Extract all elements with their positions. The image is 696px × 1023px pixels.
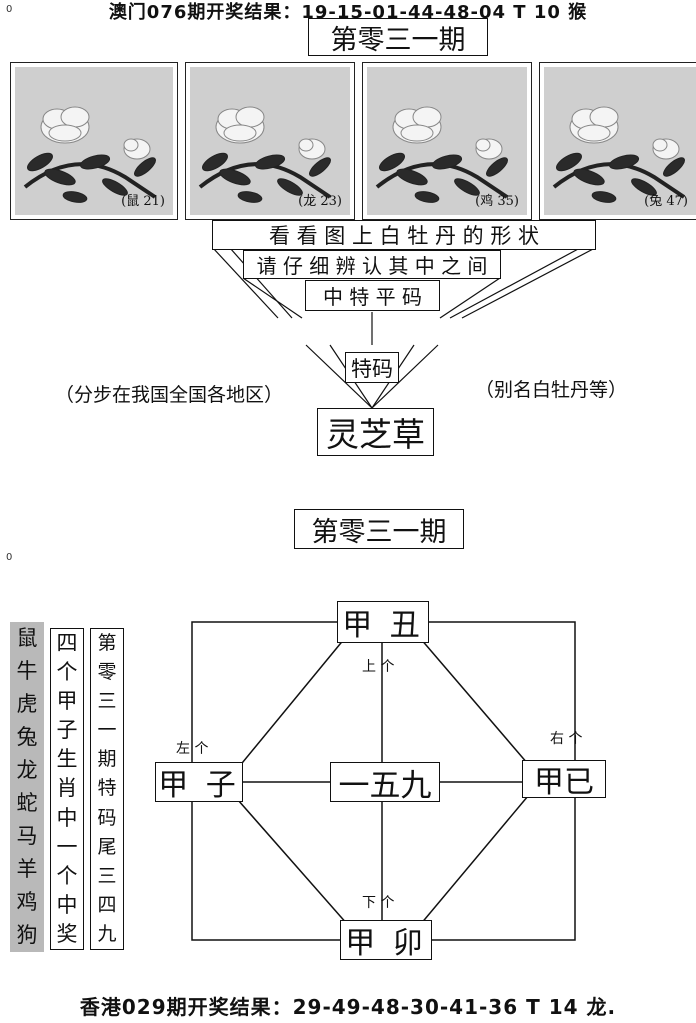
- hint-char: 个: [56, 660, 78, 685]
- node-bottom: 甲 卯: [340, 920, 432, 961]
- peony-image: (鸡 35): [367, 67, 527, 215]
- tail-char: 四: [97, 893, 117, 916]
- peony-image: (鼠 21): [15, 67, 173, 215]
- panel-label: (鸡 35): [475, 194, 519, 209]
- answer-text: 灵芝草: [326, 415, 425, 454]
- node-top: 甲 丑: [337, 601, 429, 643]
- peony-panel: (龙 23): [185, 62, 355, 220]
- peony-drawing: [198, 106, 332, 203]
- tail-char: 三: [97, 864, 117, 887]
- hint-char: 一: [56, 834, 78, 859]
- tail-char: 零: [97, 661, 117, 684]
- tail-column: 第 零 三 一 期 特 码 尾 三 四 九: [90, 628, 124, 950]
- hint-char: 个: [56, 863, 78, 888]
- zodiac-column: 鼠 牛 虎 兔 龙 蛇 马 羊 鸡 狗: [10, 622, 44, 952]
- tail-char: 期: [97, 748, 117, 771]
- zodiac-char: 羊: [16, 857, 38, 881]
- issue-title-second-text: 第零三一期: [311, 516, 447, 548]
- peony-panel: (鸡 35): [362, 62, 532, 220]
- tema-box: 特码: [345, 352, 399, 383]
- peony-drawing: [375, 106, 509, 203]
- zodiac-char: 鼠: [16, 626, 38, 650]
- peony-panel: (兔 47): [539, 62, 696, 220]
- peony-image: (兔 47): [544, 67, 696, 215]
- hint-char: 甲: [56, 689, 78, 714]
- panel-label: (龙 23): [298, 194, 342, 209]
- hint-char: 中: [56, 805, 78, 830]
- tail-char: 九: [97, 922, 117, 945]
- issue-title-second: 第零三一期: [294, 509, 464, 549]
- hint-char: 中: [56, 892, 78, 917]
- hint-char: 肖: [56, 776, 78, 801]
- corner-mark: 0: [6, 552, 13, 563]
- zodiac-char: 虎: [16, 692, 38, 716]
- alias-note: （别名白牡丹等）: [475, 379, 628, 401]
- funnel-line-1: 看 看 图 上 白 牡 丹 的 形 状: [212, 220, 596, 250]
- peony-drawing: [552, 106, 686, 203]
- note-bottom: 下 个: [362, 895, 395, 911]
- hint-char: 生: [56, 747, 78, 772]
- hint-char: 奖: [56, 921, 78, 946]
- peony-drawing: [23, 106, 157, 203]
- issue-title-text: 第零三一期: [330, 24, 466, 56]
- peony-image: (龙 23): [190, 67, 350, 215]
- macau-result-line: 澳门076期开奖结果：19-15-01-44-48-04 T 10 猴: [108, 2, 588, 23]
- tail-char: 三: [97, 690, 117, 713]
- panel-label: (兔 47): [644, 194, 688, 209]
- tail-char: 特: [97, 777, 117, 800]
- note-top: 上 个: [362, 659, 395, 675]
- node-center-text: 一五九: [338, 767, 432, 804]
- region-note: （分步在我国全国各地区）: [55, 384, 284, 406]
- funnel-lines: [212, 247, 596, 409]
- corner-mark: 0: [6, 4, 13, 15]
- hint-char: 四: [56, 631, 78, 656]
- node-left: 甲 子: [155, 762, 243, 803]
- zodiac-char: 龙: [16, 758, 38, 782]
- tema-text: 特码: [351, 356, 393, 381]
- node-top-text: 甲 丑: [342, 608, 424, 643]
- issue-title: 第零三一期: [308, 18, 488, 56]
- tail-char: 码: [97, 806, 117, 829]
- funnel-line-2: 请 仔 细 辨 认 其 中 之 间: [243, 250, 501, 279]
- node-bottom-text: 甲 卯: [345, 926, 427, 961]
- answer-box: 灵芝草: [317, 408, 434, 456]
- note-right: 右 个: [550, 731, 583, 747]
- zodiac-char: 蛇: [16, 791, 38, 815]
- node-right: 甲已: [522, 760, 606, 800]
- peony-panel: (鼠 21): [10, 62, 178, 220]
- tail-char: 一: [97, 719, 117, 742]
- hint-column: 四 个 甲 子 生 肖 中 一 个 中 奖: [50, 628, 84, 950]
- funnel-line-3-text: 中 特 平 码: [322, 285, 423, 309]
- hint-char: 子: [56, 718, 78, 743]
- funnel-line-1-text: 看 看 图 上 白 牡 丹 的 形 状: [268, 224, 540, 248]
- zodiac-char: 鸡: [16, 890, 38, 914]
- funnel-line-3: 中 特 平 码: [305, 280, 440, 311]
- node-right-text: 甲已: [534, 765, 594, 800]
- panel-label: (鼠 21): [121, 194, 165, 209]
- zodiac-char: 兔: [16, 725, 38, 749]
- tail-char: 尾: [97, 835, 117, 858]
- tail-char: 第: [97, 632, 117, 655]
- node-left-text: 甲 子: [158, 768, 240, 803]
- node-center: 一五九: [330, 762, 440, 804]
- zodiac-char: 马: [16, 824, 38, 848]
- funnel-line-2-text: 请 仔 细 辨 认 其 中 之 间: [256, 254, 488, 278]
- zodiac-char: 狗: [16, 923, 38, 947]
- note-left: 左 个: [176, 741, 209, 757]
- zodiac-char: 牛: [16, 659, 38, 683]
- hongkong-result-line: 香港029期开奖结果：29-49-48-30-41-36 T 14 龙.: [79, 995, 617, 1019]
